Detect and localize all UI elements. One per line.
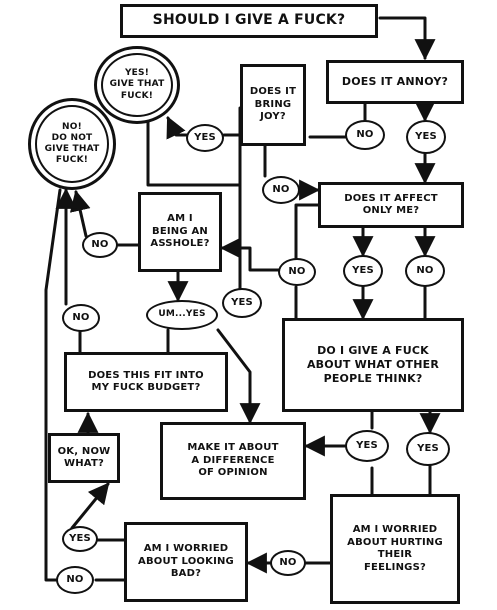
label-annoy-yes: YES — [406, 120, 446, 154]
outcome-no-do-not-give-text: NO! DO NOT GIVE THAT FUCK! — [44, 121, 100, 166]
box-worried-hurting-feelings: AM I WORRIED ABOUT HURTING THEIR FEELING… — [330, 494, 460, 604]
label-feelings-no: NO — [270, 550, 306, 576]
box-difference-of-opinion-text: MAKE IT ABOUT A DIFFERENCE OF OPINION — [187, 442, 279, 479]
box-does-it-annoy-text: DOES IT ANNOY? — [341, 75, 449, 89]
label-okwhat-yes: YES — [62, 526, 98, 552]
box-does-it-annoy: DOES IT ANNOY? — [326, 60, 464, 104]
label-bad-no: NO — [56, 566, 94, 594]
arrow-affect-to-no-left — [294, 203, 320, 260]
box-worried-looking-bad: AM I WORRIED ABOUT LOOKING BAD? — [124, 522, 248, 602]
outcome-yes-give-that-fuck-text: YES! GIVE THAT FUCK! — [109, 68, 165, 101]
arrow-no-to-nogive-long — [44, 188, 62, 582]
arrow-um-to-difference — [216, 328, 261, 425]
box-ok-now-what: OK, NOW WHAT? — [48, 433, 120, 483]
box-do-i-give-a-fuck-what-others-think-text: DO I GIVE A FUCK ABOUT WHAT OTHER PEOPLE… — [306, 344, 440, 385]
box-fuck-budget: DOES THIS FIT INTO MY FUCK BUDGET? — [64, 352, 228, 412]
outcome-yes-inner-ring — [101, 53, 173, 117]
label-affect-no-left: NO — [278, 258, 316, 286]
page-title: SHOULD I GIVE A FUCK? — [152, 12, 346, 29]
label-joy-yes: YES — [186, 124, 224, 152]
box-am-i-being-an-asshole: AM I BEING AN ASSHOLE? — [138, 192, 222, 272]
label-budget-no: NO — [62, 304, 100, 332]
box-do-i-give-a-fuck-what-others-think: DO I GIVE A FUCK ABOUT WHAT OTHER PEOPLE… — [282, 318, 464, 412]
outcome-no-inner-ring — [35, 105, 109, 183]
label-think-yes-left: YES — [345, 430, 389, 462]
arrow-yes-to-give — [166, 116, 192, 140]
box-does-it-affect-only-me: DOES IT AFFECT ONLY ME? — [318, 182, 464, 228]
arrow-yes-to-okwhat — [70, 482, 110, 530]
arrow-left-no-to-asshole — [219, 237, 282, 272]
box-difference-of-opinion: MAKE IT ABOUT A DIFFERENCE OF OPINION — [160, 422, 306, 500]
label-annoy-no: NO — [345, 120, 385, 150]
title-box: SHOULD I GIVE A FUCK? — [120, 4, 378, 38]
box-does-it-bring-joy-text: DOES IT BRING JOY? — [249, 86, 297, 123]
box-ok-now-what-text: OK, NOW WHAT? — [57, 445, 111, 470]
box-does-it-affect-only-me-text: DOES IT AFFECT ONLY ME? — [344, 192, 438, 217]
box-does-it-bring-joy: DOES IT BRING JOY? — [240, 64, 306, 146]
label-yes-mid: YES — [222, 288, 262, 318]
label-um-yes: UM...YES — [146, 300, 218, 330]
outcome-no-do-not-give: NO! DO NOT GIVE THAT FUCK! — [28, 98, 116, 190]
arrow-title-to-annoy — [378, 16, 436, 61]
label-asshole-no: NO — [82, 232, 118, 258]
box-worried-hurting-feelings-text: AM I WORRIED ABOUT HURTING THEIR FEELING… — [347, 524, 443, 573]
box-worried-looking-bad-text: AM I WORRIED ABOUT LOOKING BAD? — [138, 543, 234, 580]
outcome-yes-give-that-fuck: YES! GIVE THAT FUCK! — [94, 46, 180, 124]
box-fuck-budget-text: DOES THIS FIT INTO MY FUCK BUDGET? — [88, 369, 204, 394]
label-affect-no-right: NO — [405, 255, 445, 287]
box-am-i-being-an-asshole-text: AM I BEING AN ASSHOLE? — [150, 213, 210, 250]
label-affect-yes: YES — [343, 255, 383, 287]
arrow-nc-to-nogive — [69, 189, 91, 238]
label-think-yes-right: YES — [406, 432, 450, 466]
label-joy-no: NO — [262, 176, 300, 204]
